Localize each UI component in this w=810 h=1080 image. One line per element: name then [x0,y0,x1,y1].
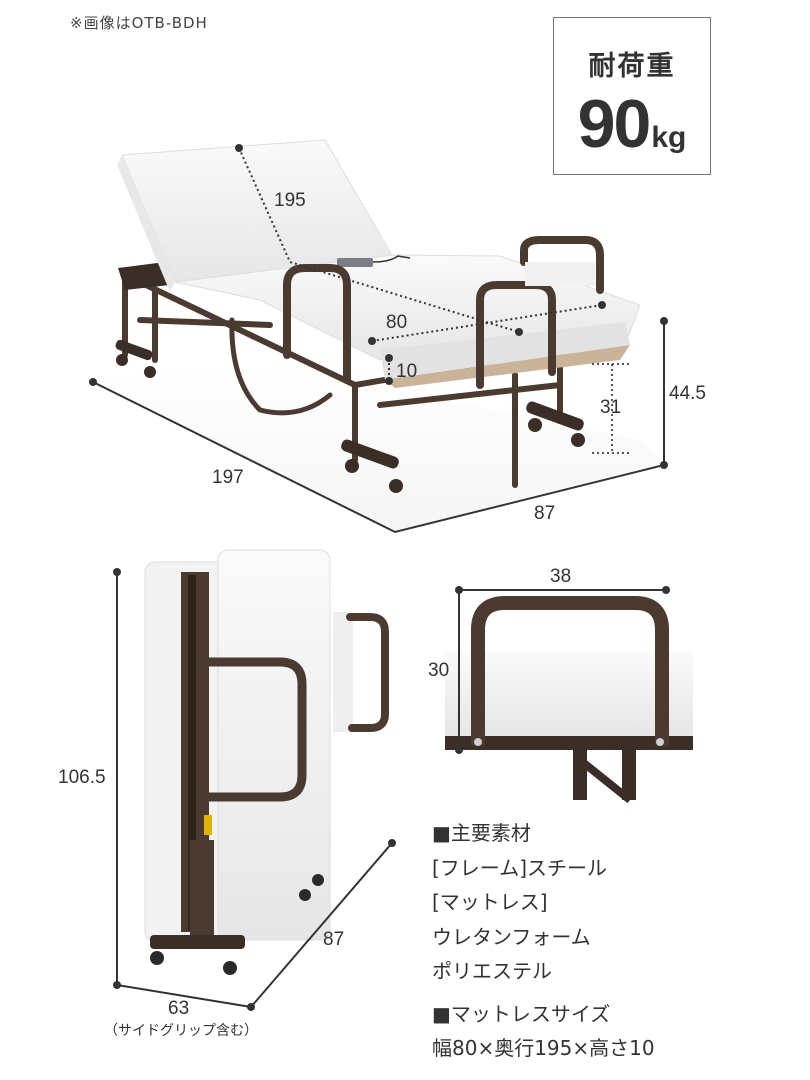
bed-folded-illustration [113,549,396,1011]
grip-detail-illustration [445,586,693,804]
spec-materials-heading: ■主要素材 [432,821,531,845]
dim-label-mattress-length: 195 [274,190,306,211]
dim-label-total-length: 197 [212,467,244,488]
load-capacity-unit: kg [651,121,687,154]
load-capacity-badge: 耐荷重 90kg [553,17,711,175]
dim-label-grip-width: 38 [550,566,572,587]
side-grip [283,236,604,389]
spec-size-heading: ■マットレスサイズ [432,1001,611,1026]
spec-mattress-material-1: ウレタンフォーム [432,924,591,949]
dim-mattress-thickness [385,354,393,385]
load-capacity-number: 90 [577,86,652,162]
dim-label-folded-width-note: （サイドグリップ含む） [104,1023,258,1039]
dim-total-height [660,317,668,469]
dim-label-mattress-width: 80 [386,312,408,333]
dim-folded-lines [113,568,396,1011]
dim-floor-to-frame [592,363,632,454]
bed-main-illustration [89,139,668,534]
dim-mattress-length [235,144,523,336]
dim-label-total-width: 87 [534,503,556,524]
dim-label-folded-height: 106.5 [58,767,106,788]
dim-label-folded-depth: 87 [323,929,345,950]
dim-label-floor-to-frame: 31 [600,397,622,418]
load-capacity-label: 耐荷重 [588,51,676,82]
dim-label-total-height: 44.5 [669,383,706,404]
spec-frame-material: [フレーム]スチール [432,855,608,880]
dim-label-folded-width: 63 [168,998,190,1019]
spec-list: ■主要素材 [フレーム]スチール [マットレス] ウレタンフォーム ポリエステル… [432,816,655,1066]
load-capacity-value: 90kg [554,85,710,163]
dim-label-grip-height: 30 [428,660,450,681]
model-note: ※画像はOTB-BDH [70,14,208,32]
dim-grip-lines [455,586,670,754]
caster-wheels [115,339,585,493]
spec-mattress-material-2: ポリエステル [432,959,552,983]
spec-mattress-label: [マットレス] [432,890,548,914]
remote-controller-icon [337,258,373,267]
spec-size-value: 幅80×奥行195×高さ10 [432,1036,655,1060]
dim-floor-outline [89,378,665,534]
dim-label-mattress-thickness: 10 [396,361,418,382]
dim-mattress-width [368,301,606,345]
